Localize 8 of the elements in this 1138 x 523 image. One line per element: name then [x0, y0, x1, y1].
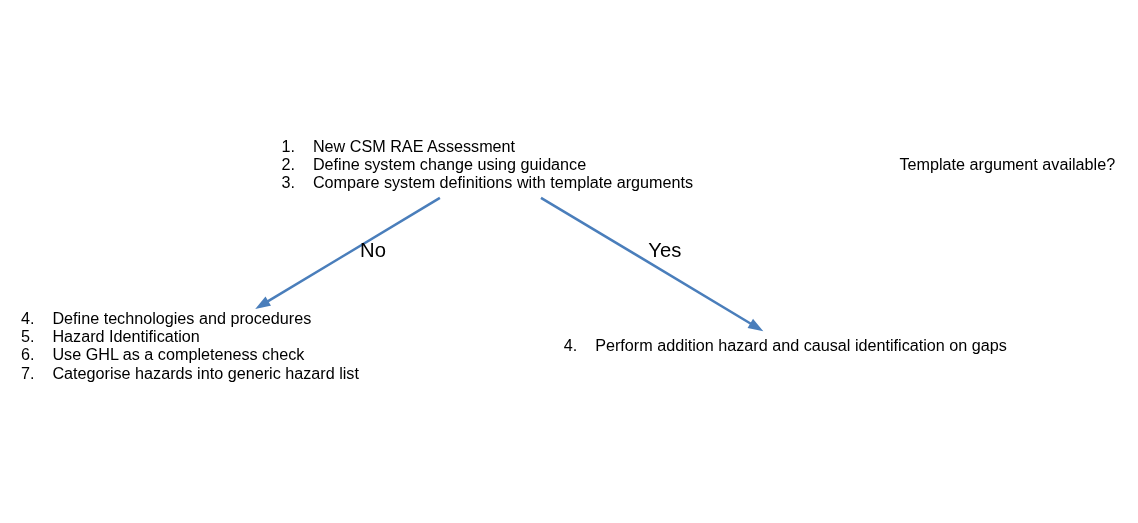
node-text: 4. Perform addition hazard and causal identification on gaps — [563, 336, 1007, 355]
edge-label: Yes — [648, 239, 682, 262]
arrow — [255, 196, 441, 309]
node-text: 4. Define technologies and procedures 5. Hazard Identification 6. Use GHL as a completeness check 7. Categorise hazards into generic hazard list — [20, 309, 359, 382]
node-text: 1. New CSM RAE Assessment 2. Define system change using guidance 3. Compare system definitions with template arguments — [281, 137, 694, 192]
arrow — [540, 196, 764, 332]
edge-label: No — [360, 239, 386, 262]
label: Template argument available? — [899, 155, 1116, 174]
